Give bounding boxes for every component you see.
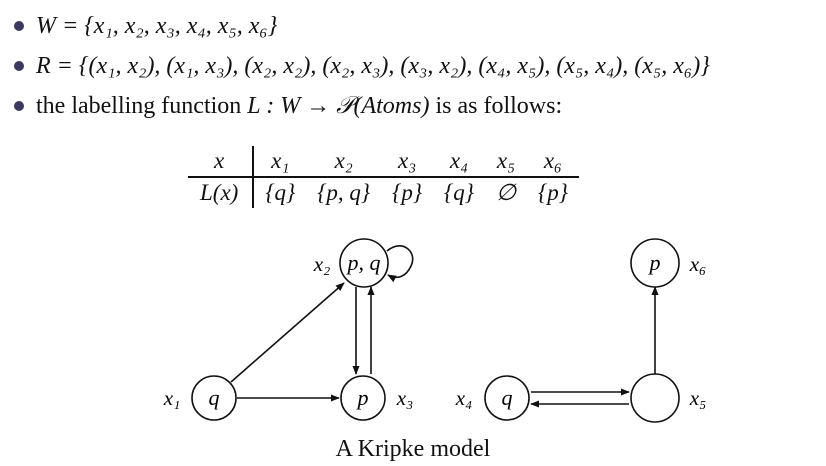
- world-name: x₃: [396, 386, 414, 410]
- world-name: x₅: [689, 386, 707, 410]
- node-label: q: [502, 385, 513, 410]
- edge-x2-x2-loop: [386, 245, 414, 283]
- node-x4: q x₄: [455, 375, 530, 421]
- table-header-cell: x₃: [381, 146, 434, 178]
- table-header-row: x x₁ x₂ x₃ x₄ x₅ x₆: [188, 146, 579, 178]
- table-header-cell: x₅: [484, 146, 527, 178]
- table-header-cell: x: [188, 146, 255, 178]
- bullet-relation: R = {(x₁, x₂), (x₁, x₃), (x₂, x₂), (x₂, …: [14, 46, 820, 86]
- figure-caption: A Kripke model: [335, 436, 491, 462]
- table-cell: ∅: [495, 180, 516, 205]
- world-name: x₆: [689, 252, 707, 276]
- labelling-table: x x₁ x₂ x₃ x₄ x₅ x₆ L(x) {q} {p, q} {p} …: [188, 146, 579, 208]
- bullet-dot: [14, 101, 24, 111]
- node-x3: p x₃: [340, 375, 414, 421]
- table-cell: {q}: [444, 180, 474, 205]
- labelling-suffix: is as follows:: [435, 92, 563, 119]
- labelling-function: L : W → 𝒫(Atoms): [247, 92, 430, 119]
- node-label: p, q: [346, 250, 381, 275]
- bullet-dot: [14, 61, 24, 71]
- world-name: x₁: [163, 386, 181, 410]
- bullet-list: W = {x₁, x₂, x₃, x₄, x₅, x₆} R = {(x₁, x…: [14, 6, 820, 126]
- table-header-cell: x₁: [253, 146, 307, 178]
- worlds-set: W = {x₁, x₂, x₃, x₄, x₅, x₆}: [36, 12, 278, 39]
- bullet-worlds: W = {x₁, x₂, x₃, x₄, x₅, x₆}: [14, 6, 820, 46]
- table-header-cell: x₄: [433, 146, 485, 178]
- bullet-labelling: the labelling function L : W → 𝒫(Atoms) …: [14, 86, 820, 126]
- table-header-cell: x₂: [306, 146, 382, 178]
- table-cell: L(x): [188, 177, 255, 208]
- table-cell: {p}: [392, 180, 423, 205]
- node-x5: x₅: [630, 373, 707, 423]
- table-cell: {p}: [538, 180, 568, 205]
- node-label: q: [209, 385, 220, 410]
- table-cell: {p, q}: [317, 180, 371, 205]
- world-name: x₂: [313, 252, 331, 276]
- relation-set: R = {(x₁, x₂), (x₁, x₃), (x₂, x₂), (x₂, …: [36, 52, 710, 79]
- world-name: x₄: [455, 386, 473, 410]
- table-row: L(x) {q} {p, q} {p} {q} ∅ {p}: [188, 177, 579, 208]
- node-x6: p x₆: [630, 238, 707, 288]
- bullet-dot: [14, 21, 24, 31]
- table-cell: {q}: [265, 180, 296, 205]
- node-label: p: [356, 385, 369, 410]
- table-header-cell: x₆: [527, 146, 579, 178]
- labelling-prefix: the labelling function: [36, 92, 242, 119]
- node-x1: q x₁: [163, 375, 237, 421]
- node-label: p: [648, 250, 661, 275]
- edge-x1-x2: [230, 282, 345, 383]
- node-x2: p, q x₂: [313, 238, 389, 288]
